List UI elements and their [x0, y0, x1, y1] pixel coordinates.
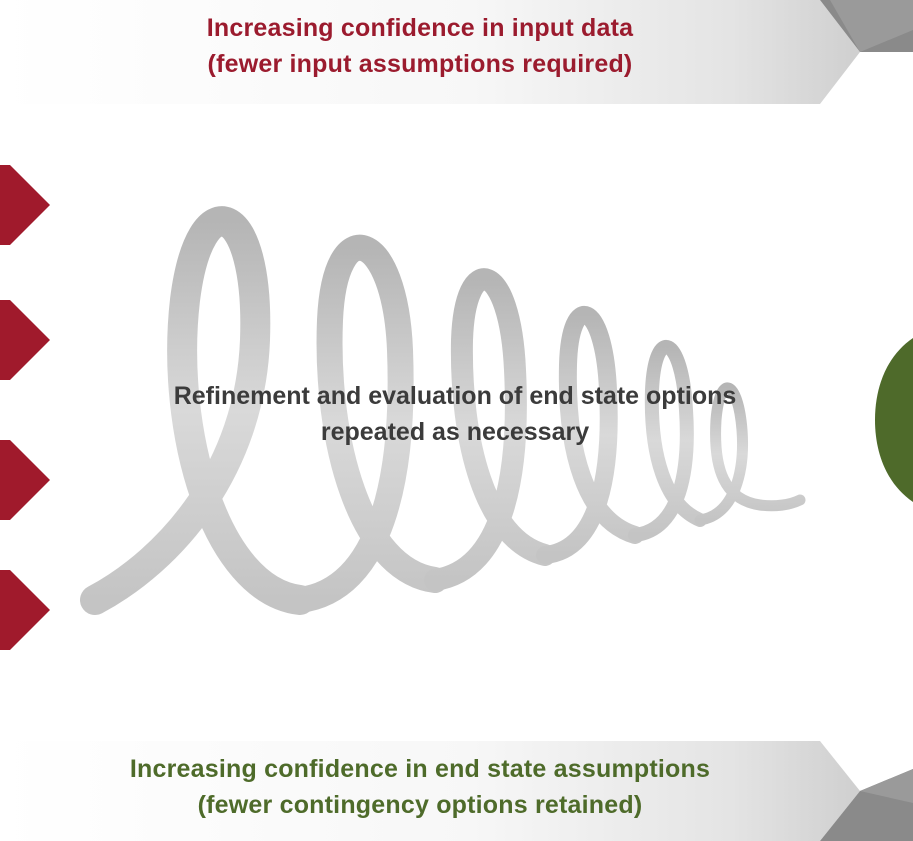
- bottom-banner-shape: [0, 741, 913, 841]
- center-caption-line-2: repeated as necessary: [320, 418, 590, 446]
- left-marker-3: [0, 440, 50, 520]
- left-marker-2: [0, 300, 50, 380]
- right-marker-shape: [875, 338, 913, 502]
- top-banner-arrow: Increasing confidence in input data (few…: [0, 0, 913, 118]
- spiral-loop-1: [80, 206, 315, 615]
- left-markers: [0, 165, 50, 650]
- center-caption: Refinement and evaluation of end state o…: [40, 378, 870, 450]
- bottom-banner-text: Increasing confidence in end state assum…: [0, 751, 840, 823]
- top-banner-text: Increasing confidence in input data (few…: [0, 10, 840, 82]
- bottom-banner-line-2: (fewer contingency options retained): [197, 791, 643, 819]
- bottom-banner-arrowhead-shade: [860, 769, 913, 803]
- right-marker: [875, 338, 913, 502]
- bottom-banner-arrow: Increasing confidence in end state assum…: [0, 733, 913, 841]
- left-marker-1: [0, 165, 50, 245]
- spiral-loop-6: [694, 382, 806, 526]
- bottom-banner-body: [0, 741, 860, 841]
- spiral-loop-2: [287, 234, 448, 613]
- left-marker-4: [0, 570, 50, 650]
- bottom-banner-line-1: Increasing confidence in end state assum…: [129, 755, 711, 783]
- top-banner-line-2: (fewer input assumptions required): [207, 50, 633, 78]
- spiral-loop-4: [536, 306, 644, 564]
- top-banner-body: [0, 0, 860, 104]
- top-banner-line-1: Increasing confidence in input data: [206, 14, 634, 42]
- spiral-loop-5: [628, 339, 707, 542]
- spiral-loop-3: [424, 268, 556, 591]
- top-banner-shape: [0, 0, 913, 104]
- center-caption-line-1: Refinement and evaluation of end state o…: [173, 382, 737, 410]
- top-banner-arrowhead-shade: [830, 0, 913, 52]
